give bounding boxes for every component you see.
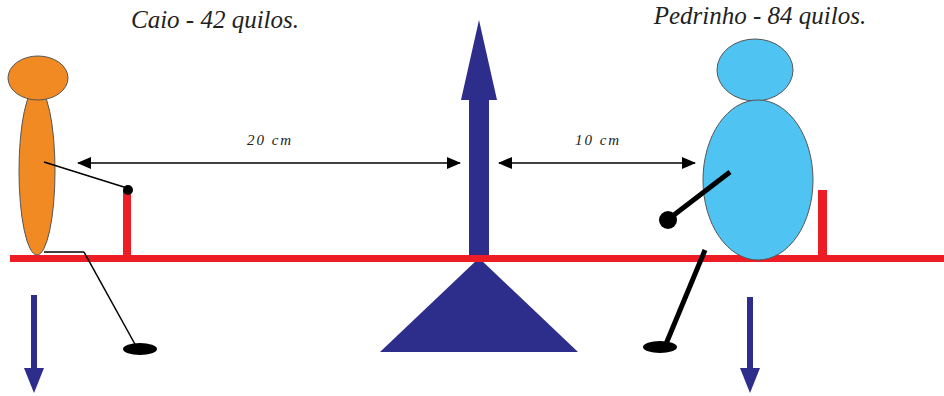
dimension-label: 20 cm: [247, 132, 293, 149]
person-label: Caio - 42 quilos.: [131, 6, 299, 34]
right-weight-head: [740, 368, 760, 393]
left-handle: [123, 190, 131, 258]
plank: [10, 255, 944, 262]
left-seat-line: [44, 251, 84, 253]
left-weight-arrow: [31, 295, 37, 370]
right-handle: [818, 190, 827, 258]
dimension-line: [499, 162, 695, 164]
support-force-head: [461, 20, 497, 100]
support-force-arrow: [469, 96, 489, 260]
pivot: [380, 258, 578, 352]
right-weight-arrow: [747, 297, 753, 370]
right-hand: [659, 211, 677, 229]
left-body: [19, 87, 55, 255]
left-leg: [84, 252, 136, 346]
person-label: Pedrinho - 84 quilos.: [654, 2, 867, 30]
dimension-label: 10 cm: [575, 132, 621, 149]
dimension-line: [78, 162, 460, 164]
right-foot: [643, 341, 677, 353]
right-arm: [670, 172, 730, 218]
right-head: [717, 39, 793, 101]
left-foot: [123, 343, 157, 355]
left-head: [8, 56, 68, 100]
right-leg: [666, 250, 705, 344]
left-arm: [44, 162, 127, 188]
left-weight-head: [24, 368, 44, 393]
left-hand: [123, 185, 133, 195]
